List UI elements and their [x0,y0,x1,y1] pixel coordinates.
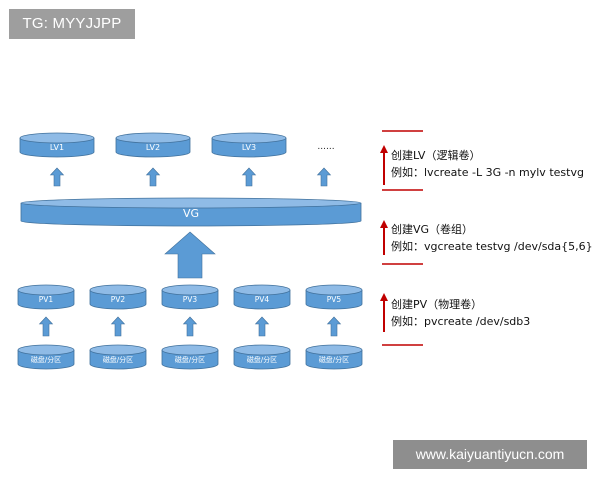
pv-node-2: PV2 [89,284,147,310]
arrow-vg-lv-4 [316,167,332,187]
arrow-pv-vg [164,231,216,279]
arrow-vg-lv-3 [241,167,257,187]
legend-example-1: 例如：lvcreate -L 3G -n mylv testvg [391,166,584,179]
pv-node-4-label: PV4 [255,295,270,304]
disk-node-5-label: 磁盘/分区 [319,355,349,364]
pv-node-4: PV4 [233,284,291,310]
legend-example-2: 例如：vgcreate testvg /dev/sda{5,6} [391,240,593,253]
legend-arrow-head-3 [380,293,388,301]
disk-node-4: 磁盘/分区 [233,344,291,370]
lv-node-3-label: LV3 [242,143,256,152]
pv-node-1-label: PV1 [39,295,54,304]
arrow-disk-pv-1 [38,316,54,337]
lv-node-2: LV2 [115,132,191,158]
disk-node-1-label: 磁盘/分区 [31,355,61,364]
legend-title-1: 创建LV（逻辑卷） [391,149,481,162]
pv-node-2-label: PV2 [111,295,126,304]
watermark-top: TG: MYYJJPP [9,9,135,39]
arrow-vg-lv-2 [145,167,161,187]
disk-node-1: 磁盘/分区 [17,344,75,370]
lv-node-3: LV3 [211,132,287,158]
vg-node: VG [20,197,362,227]
arrow-disk-pv-4 [254,316,270,337]
lv-ellipsis: ...... [317,142,334,152]
vg-node-label: VG [183,207,199,220]
disk-node-3-label: 磁盘/分区 [175,355,205,364]
legend-example-3: 例如：pvcreate /dev/sdb3 [391,315,531,328]
pv-node-5: PV5 [305,284,363,310]
lv-node-2-label: LV2 [146,143,160,152]
legend-title-3: 创建PV（物理卷） [391,298,483,311]
legend-title-2: 创建VG（卷组） [391,223,474,236]
disk-node-2: 磁盘/分区 [89,344,147,370]
disk-node-4-label: 磁盘/分区 [247,355,277,364]
disk-node-3: 磁盘/分区 [161,344,219,370]
arrow-vg-lv-1 [49,167,65,187]
pv-node-3: PV3 [161,284,219,310]
watermark-bottom: www.kaiyuantiyucn.com [393,440,587,469]
arrow-disk-pv-2 [110,316,126,337]
lv-node-1: LV1 [19,132,95,158]
disk-node-5: 磁盘/分区 [305,344,363,370]
disk-node-2-label: 磁盘/分区 [103,355,133,364]
legend-arrow-head-2 [380,220,388,228]
arrow-disk-pv-3 [182,316,198,337]
lv-node-1-label: LV1 [50,143,64,152]
pv-node-3-label: PV3 [183,295,198,304]
arrow-disk-pv-5 [326,316,342,337]
pv-node-1: PV1 [17,284,75,310]
pv-node-5-label: PV5 [327,295,342,304]
legend-arrow-head-1 [380,145,388,153]
